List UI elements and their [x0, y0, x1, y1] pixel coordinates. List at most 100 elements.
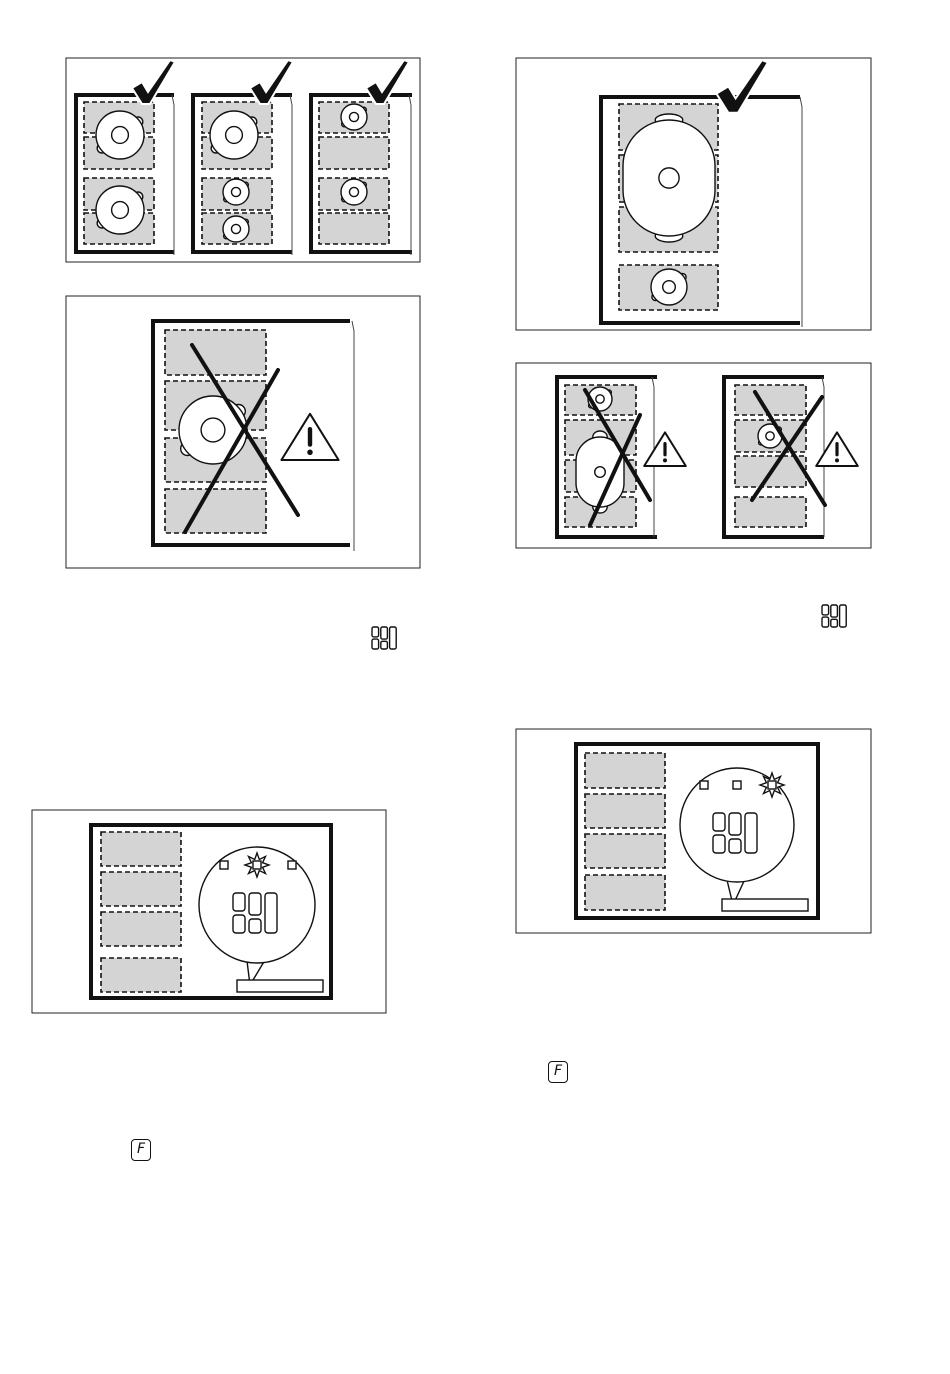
warning-exclamation: [835, 442, 839, 457]
pot-center: [110, 125, 130, 145]
hob-panel-edge: [599, 95, 800, 325]
warning-exclamation: [663, 442, 667, 457]
display-segment: [371, 626, 380, 638]
pot-center: [662, 280, 677, 295]
cooking-zone: [734, 384, 807, 416]
display-segments-icon: [712, 812, 758, 854]
display-segments-icon: [232, 892, 278, 934]
display-segment: [380, 626, 389, 640]
function-key-icon: F: [131, 1139, 151, 1161]
warning-dot: [663, 458, 667, 463]
pot-icon: [340, 103, 368, 131]
display-segment: [838, 604, 847, 628]
indicator-light: [287, 860, 297, 870]
checkmark-icon: [715, 58, 770, 114]
display-segment: [712, 812, 726, 832]
display-segment: [728, 838, 742, 854]
pot-center: [224, 125, 244, 145]
cooking-zone: [318, 136, 390, 170]
pot-center: [348, 111, 360, 123]
warning-dot: [835, 458, 839, 463]
display-segment: [744, 812, 758, 854]
control-strip: [721, 898, 809, 912]
warning-icon: [815, 431, 859, 467]
cooking-zone: [584, 752, 666, 789]
pot-center: [348, 186, 360, 198]
warning-icon: [280, 412, 340, 461]
pot-icon: [340, 178, 368, 206]
oval-pot-icon: [622, 113, 716, 243]
cooking-zone: [100, 957, 182, 993]
pot-icon: [95, 185, 145, 235]
pot-center: [765, 431, 775, 441]
cross-mark-icon: [183, 368, 280, 534]
cross-mark-icon: [583, 388, 652, 502]
display-segment: [830, 604, 839, 618]
display-segment: [388, 626, 397, 650]
panel-cut-edge: [351, 320, 355, 551]
warning-exclamation: [307, 427, 313, 447]
display-segment: [248, 918, 262, 934]
oval-pot-icon: [575, 430, 625, 514]
pot-icon: [650, 268, 688, 306]
pot-center: [230, 223, 242, 235]
cooking-zone: [164, 488, 267, 534]
display-segments-icon: [821, 604, 847, 628]
cooking-zone: [584, 793, 666, 829]
pot-icon: [209, 110, 259, 160]
display-segment: [232, 914, 246, 934]
checkmark-icon: [130, 58, 177, 105]
function-key-icon: F: [548, 1061, 568, 1083]
pot-icon: [95, 110, 145, 160]
checkmark-icon: [364, 58, 411, 105]
display-segment: [821, 616, 830, 628]
hob-panel-edge: [191, 93, 292, 254]
panel-cut-edge: [171, 94, 175, 255]
control-strip: [236, 979, 324, 993]
pot-icon: [222, 215, 250, 243]
cooking-zone: [734, 496, 807, 528]
cooking-zone: [100, 831, 182, 867]
hob-panel-edge: [574, 742, 818, 920]
cooking-zone: [318, 212, 390, 245]
pot-center: [230, 186, 242, 198]
pot-center: [595, 394, 605, 404]
display-segment: [232, 892, 246, 912]
display-segment: [821, 604, 830, 616]
hob-panel-edge: [309, 93, 412, 254]
display-segment: [728, 812, 742, 836]
pot-center: [658, 167, 680, 189]
pot-center: [594, 466, 606, 478]
pot-center: [110, 200, 130, 220]
display-segment: [264, 892, 278, 934]
panel-cut-edge: [799, 96, 803, 327]
pot-icon: [178, 395, 248, 465]
cooking-zone: [100, 911, 182, 947]
cooking-zone: [584, 874, 666, 911]
panel-cut-edge: [408, 94, 412, 255]
pot-center: [200, 417, 226, 443]
warning-icon: [643, 431, 687, 467]
display-segment: [371, 638, 380, 650]
display-segments-icon: [371, 626, 397, 650]
indicator-light: [219, 860, 229, 870]
hob-panel-edge: [151, 319, 350, 547]
cooking-zone: [584, 833, 666, 869]
hob-panel-edge: [555, 375, 657, 539]
cross-mark-icon: [588, 413, 642, 527]
indicator-light: [732, 780, 742, 790]
cooking-zone: [164, 329, 267, 376]
cross-mark-icon: [750, 395, 824, 502]
display-segment: [248, 892, 262, 916]
checkmark-icon: [248, 58, 295, 105]
hob-panel-edge: [74, 93, 174, 254]
panel-cut-edge: [289, 94, 293, 255]
display-segment: [830, 618, 839, 628]
display-segment: [380, 640, 389, 650]
pot-icon: [222, 178, 250, 206]
indicator-light: [252, 860, 262, 870]
warning-dot: [307, 449, 313, 456]
display-segment: [712, 834, 726, 854]
hob-panel-edge: [722, 375, 824, 539]
